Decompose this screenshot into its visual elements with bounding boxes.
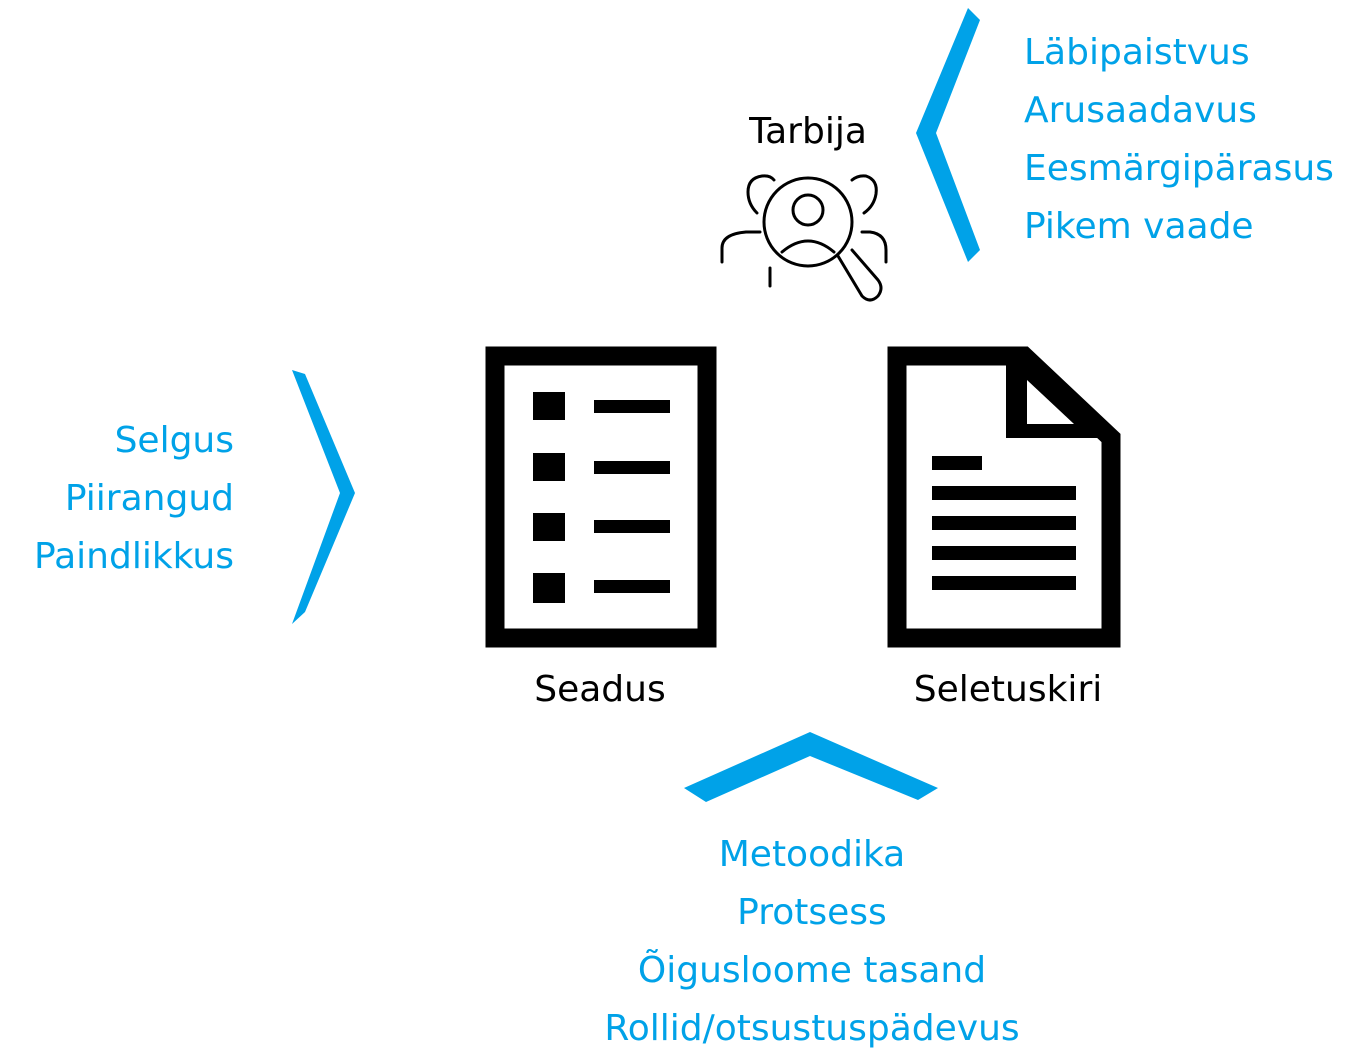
law-label: Seadus <box>534 669 666 710</box>
explanatory-note-icon <box>887 346 1121 648</box>
law-qualities: Selgus Piirangud Paindlikkus <box>0 412 234 586</box>
consumer-label: Tarbija <box>749 111 867 152</box>
consumer-search-icon <box>720 174 888 302</box>
law-quality-item: Paindlikkus <box>34 536 234 577</box>
consumer-quality-item: Arusaadavus <box>1024 90 1257 131</box>
chevron-up-icon <box>684 732 938 802</box>
process-quality-item: Protsess <box>737 892 887 933</box>
chevron-left-icon <box>916 8 980 262</box>
law-quality-item: Piirangud <box>64 478 234 519</box>
law-document-icon <box>485 346 717 648</box>
law-quality-item: Selgus <box>114 420 234 461</box>
chevron-right-icon <box>292 370 355 624</box>
consumer-quality-item: Eesmärgipärasus <box>1024 148 1334 189</box>
process-quality-item: Õigusloome tasand <box>637 950 987 991</box>
process-quality-item: Rollid/otsustuspädevus <box>604 1008 1020 1049</box>
process-qualities: Metoodika Protsess Õigusloome tasand Rol… <box>540 826 1084 1058</box>
consumer-qualities: Läbipaistvus Arusaadavus Eesmärgipärasus… <box>1024 24 1354 256</box>
consumer-quality-item: Pikem vaade <box>1024 206 1254 247</box>
explanatory-note-label: Seletuskiri <box>913 669 1103 710</box>
consumer-quality-item: Läbipaistvus <box>1024 32 1250 73</box>
process-quality-item: Metoodika <box>718 834 906 875</box>
